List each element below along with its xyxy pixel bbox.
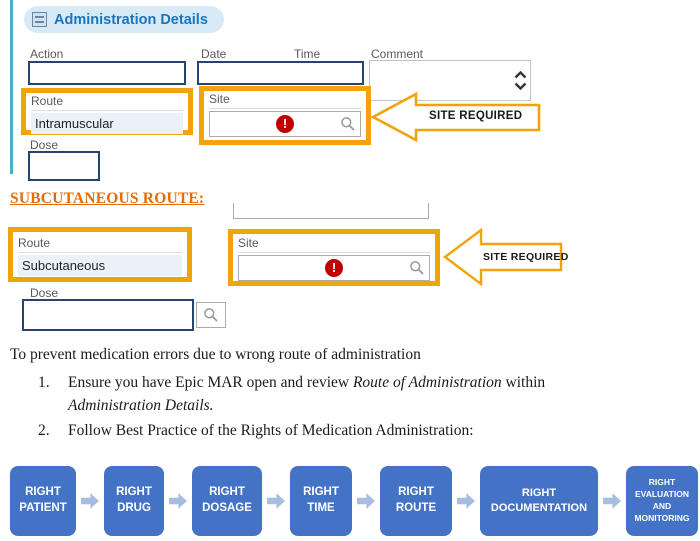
flow-arrow-wrap bbox=[164, 492, 192, 510]
dose-input[interactable] bbox=[28, 151, 100, 181]
route-value-2: Subcutaneous bbox=[18, 255, 182, 276]
chevron-up-icon[interactable] bbox=[514, 71, 527, 79]
action-input[interactable] bbox=[28, 61, 186, 85]
flow-arrow-wrap bbox=[452, 492, 480, 510]
right-arrow-icon bbox=[169, 493, 187, 509]
flow-arrow-wrap bbox=[352, 492, 380, 510]
left-arrow-shape-2 bbox=[443, 227, 563, 287]
list-item-1-line2: Administration Details. bbox=[68, 397, 214, 414]
search-icon-2[interactable] bbox=[409, 260, 425, 276]
site-label-2: Site bbox=[238, 236, 430, 253]
site-required-text-1: SITE REQUIRED bbox=[429, 110, 523, 122]
site-required-text-2: SITE REQUIRED bbox=[483, 251, 569, 263]
panel-title: Administration Details bbox=[54, 11, 208, 28]
flow-step-right-dosage: RIGHT DOSAGE bbox=[192, 466, 262, 536]
flow-arrow-wrap bbox=[76, 492, 104, 510]
flow-arrow-wrap bbox=[262, 492, 290, 510]
chevron-down-icon[interactable] bbox=[514, 82, 527, 90]
route-label: Route bbox=[31, 94, 183, 111]
site-search-input[interactable]: ! bbox=[209, 111, 361, 137]
flow-step-right-drug: RIGHT DRUG bbox=[104, 466, 164, 536]
site-search-input-2[interactable]: ! bbox=[238, 255, 430, 281]
administration-details-icon bbox=[32, 12, 47, 27]
panel-accent-line bbox=[10, 0, 13, 174]
right-arrow-icon bbox=[81, 493, 99, 509]
list-item-1-post: within bbox=[501, 374, 546, 391]
site-label: Site bbox=[209, 92, 361, 109]
intro-paragraph: To prevent medication errors due to wron… bbox=[10, 346, 421, 363]
route-highlight-box-2: Route Subcutaneous bbox=[8, 227, 192, 282]
dose-input-2[interactable] bbox=[22, 299, 194, 331]
list-item-2: 2. Follow Best Practice of the Rights of… bbox=[38, 419, 598, 442]
right-arrow-icon bbox=[457, 493, 475, 509]
list-item-1-italic: Route of Administration bbox=[352, 374, 502, 391]
route-highlight-box: Route Intramuscular bbox=[21, 88, 193, 135]
list-item-2-text: Follow Best Practice of the Rights of Me… bbox=[68, 422, 474, 439]
flow-step-right-route: RIGHT ROUTE bbox=[380, 466, 452, 536]
route-label-2: Route bbox=[18, 236, 182, 253]
list-item-1-number: 1. bbox=[38, 374, 50, 391]
site-highlight-box: Site ! bbox=[199, 86, 371, 145]
list-item-2-number: 2. bbox=[38, 422, 50, 439]
date-time-input[interactable] bbox=[197, 61, 364, 85]
flow-step-right-documentation: RIGHT DOCUMENTATION bbox=[480, 466, 598, 536]
site-required-callout-2: SITE REQUIRED bbox=[443, 226, 568, 288]
list-item-1-pre: Ensure you have Epic MAR open and review bbox=[68, 374, 353, 391]
comment-label: Comment bbox=[371, 47, 424, 61]
list-item-1: 1. Ensure you have Epic MAR open and rev… bbox=[38, 371, 598, 417]
instruction-list: 1. Ensure you have Epic MAR open and rev… bbox=[38, 371, 598, 442]
search-icon-3[interactable] bbox=[203, 307, 219, 323]
site-highlight-box-2: Site ! bbox=[228, 229, 440, 286]
required-alert-icon-2: ! bbox=[325, 259, 343, 277]
comment-input[interactable] bbox=[369, 60, 531, 101]
dose-search-button[interactable] bbox=[196, 302, 226, 328]
cropped-input-edge bbox=[233, 203, 429, 219]
flow-step-right-time: RIGHT TIME bbox=[290, 466, 352, 536]
medication-rights-flowchart: RIGHT PATIENT RIGHT DRUG RIGHT DOSAGE RI… bbox=[10, 464, 698, 538]
site-required-callout-1: SITE REQUIRED bbox=[370, 91, 541, 143]
right-arrow-icon bbox=[357, 493, 375, 509]
route-value: Intramuscular bbox=[31, 113, 183, 134]
flow-step-right-patient: RIGHT PATIENT bbox=[10, 466, 76, 536]
comment-scroll-control[interactable] bbox=[510, 61, 530, 100]
flow-arrow-wrap bbox=[598, 492, 626, 510]
flow-step-right-evaluation: RIGHT EVALUATION AND MONITORING bbox=[626, 466, 698, 536]
left-arrow-shape bbox=[370, 91, 541, 143]
right-arrow-icon bbox=[603, 493, 621, 509]
administration-details-header: Administration Details bbox=[24, 6, 224, 33]
required-alert-icon: ! bbox=[276, 115, 294, 133]
search-icon[interactable] bbox=[340, 116, 356, 132]
subcutaneous-route-heading: SUBCUTANEOUS ROUTE: bbox=[10, 190, 205, 207]
list-item-1-text: Ensure you have Epic MAR open and review… bbox=[60, 371, 545, 417]
right-arrow-icon bbox=[267, 493, 285, 509]
